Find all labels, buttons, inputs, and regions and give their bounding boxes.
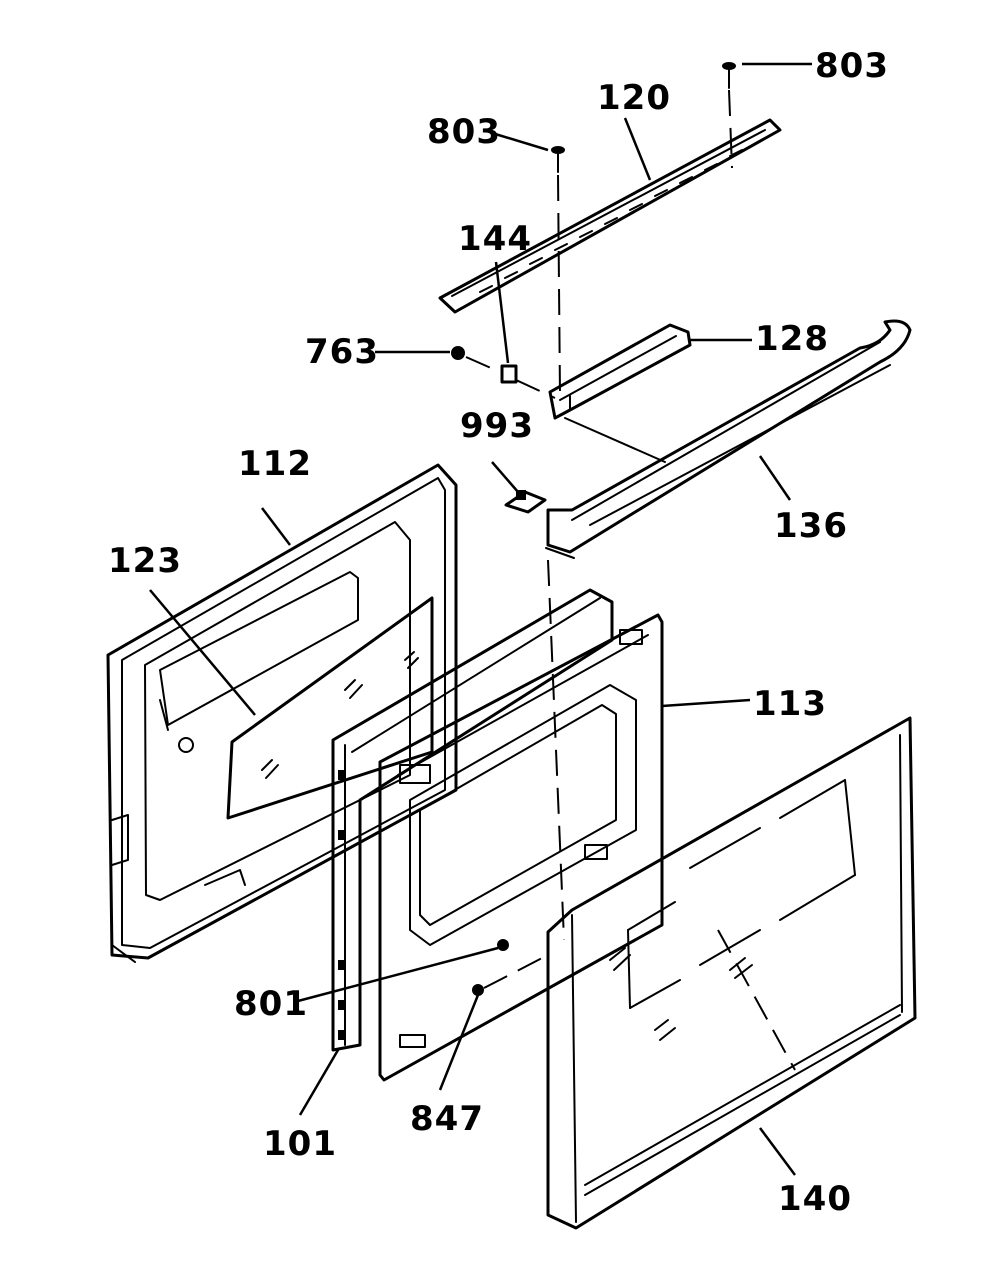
screw-847 (472, 954, 549, 996)
part-112-door-liner (106, 463, 458, 963)
part-120-vent-trim (438, 118, 782, 314)
part-123-inner-glass (226, 596, 434, 820)
callout-144: 144 (458, 219, 532, 259)
screw-803-left (551, 146, 565, 396)
callout-113: 113 (753, 684, 827, 724)
callout-801: 801 (234, 984, 308, 1024)
part-128-bracket (548, 323, 692, 420)
screw-801 (497, 939, 509, 951)
callout-101: 101 (263, 1124, 337, 1164)
callout-120: 120 (597, 78, 671, 118)
leader-lines (149, 62, 812, 1176)
callout-112: 112 (238, 444, 312, 484)
callout-128: 128 (755, 319, 829, 359)
part-113-inner-panel (378, 613, 664, 1082)
callout-labels: 803 803 120 144 763 128 993 112 136 123 … (108, 46, 889, 1219)
part-993-spacer (504, 490, 547, 514)
callout-136: 136 (774, 506, 848, 546)
screw-803-top-right (722, 62, 736, 169)
callout-847: 847 (410, 1099, 484, 1139)
part-140-outer-panel (546, 716, 917, 1230)
callout-803-left: 803 (427, 112, 501, 152)
callout-993: 993 (460, 406, 534, 446)
callout-763: 763 (305, 332, 379, 372)
callout-123: 123 (108, 541, 182, 581)
callout-140: 140 (778, 1179, 852, 1219)
callout-803-top-right: 803 (815, 46, 889, 86)
part-144-clip (500, 364, 556, 399)
part-101-door-frame (331, 588, 614, 1052)
part-763-nut (451, 346, 501, 373)
part-136-handle (545, 319, 912, 559)
alignment-line (547, 559, 565, 941)
